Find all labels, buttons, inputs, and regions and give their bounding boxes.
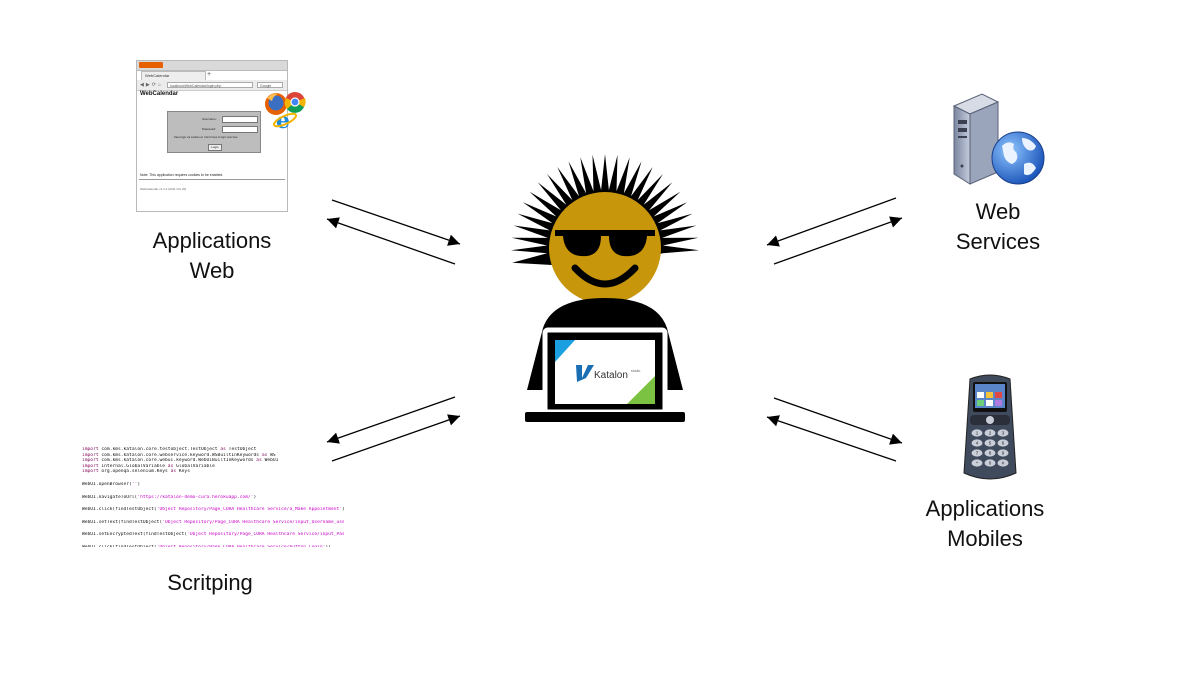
url-bar: localhost/WebCalendar/login.php — [167, 82, 253, 88]
phone-key-label: 7 — [976, 451, 979, 456]
phone-key — [997, 449, 1009, 457]
face — [549, 192, 661, 304]
laptop: Katalon studio — [525, 327, 685, 422]
phone-key-label: # — [1002, 461, 1005, 466]
phone-key-label: 4 — [976, 441, 979, 446]
browser-footer: WebCalendar v1.2.4 (2011 Oct 20) — [140, 187, 187, 191]
code-import-line: import org.openqa.selenium.Keys as Keys — [82, 469, 190, 475]
phone-key — [984, 449, 996, 457]
tester-character-illustration: Katalon studio — [511, 154, 699, 422]
code-import-line: import com.kms.katalon.core.testobject.T… — [82, 447, 257, 452]
sunglasses-icon — [555, 230, 655, 257]
phone-key-label: 2 — [989, 431, 992, 436]
phone-key-label: 6 — [1002, 441, 1005, 446]
username-field — [222, 116, 258, 123]
code-call-line: WebUI.setText(findTestObject('Object Rep… — [82, 519, 344, 525]
browser-logos-icon: e — [265, 92, 306, 134]
phone-key — [971, 439, 983, 447]
arrow-services-to-tester — [766, 197, 897, 247]
arrow-web-to-tester — [331, 199, 461, 246]
katalon-logo-icon — [576, 365, 594, 382]
laptop-base — [525, 412, 685, 422]
login-button: Login — [208, 144, 222, 151]
arrow-tester-to-web — [326, 217, 456, 265]
divider — [139, 179, 285, 180]
phone-key — [984, 459, 996, 467]
code-call-line: WebUI.click(findTestObject('Object Repos… — [82, 507, 344, 513]
phone-key-label: 8 — [989, 451, 992, 456]
label-line-services: Services — [955, 229, 1041, 254]
web-app-browser-screenshot: WebCalendar + ◀▶⟳⌂ localhost/WebCalendar… — [136, 60, 288, 212]
label-mobile-applications: Applications Mobiles — [905, 494, 1065, 554]
chrome-logo-icon — [284, 92, 306, 113]
phone-key — [984, 429, 996, 437]
username-label: Username: — [202, 117, 217, 121]
phone-key — [984, 439, 996, 447]
phone-key-label: 9 — [1002, 451, 1005, 456]
katalon-brand-sub-text: studio — [631, 369, 640, 373]
phone-key — [971, 449, 983, 457]
phone-key-label: 1 — [976, 431, 979, 436]
browser-titlebar — [137, 61, 287, 71]
code-call-line: WebUI.click(findTestObject('Object Repos… — [82, 545, 344, 547]
arrow-tester-to-scripting — [326, 396, 456, 444]
webcalendar-heading: WebCalendar — [140, 91, 179, 97]
code-import-line: import internal.GlobalVariable as Global… — [82, 463, 215, 469]
phone-key — [971, 429, 983, 437]
phone-key — [997, 459, 1009, 467]
label-line-applications-m: Applications — [925, 496, 1045, 521]
label-line-applications: Applications — [152, 228, 272, 253]
nav-buttons-icon: ◀▶⟳⌂ — [140, 82, 163, 88]
phone-key — [997, 429, 1009, 437]
code-call-line: WebUI.navigateToUrl('https://katalon-dem… — [82, 494, 257, 500]
katalon-brand-text: Katalon — [594, 370, 628, 381]
smile — [571, 264, 639, 288]
phone-key-label: 0 — [989, 461, 992, 466]
arrow-scripting-to-tester — [331, 414, 461, 462]
web-services-server-icon — [952, 93, 1045, 185]
firefox-logo-icon — [265, 93, 287, 115]
phone-key — [997, 439, 1009, 447]
search-box: Google — [257, 82, 283, 88]
svg-text:e: e — [276, 108, 290, 134]
code-call-line: WebUI.openBrowser('') — [82, 481, 141, 487]
code-import-line: import com.kms.katalon.core.webui.keywor… — [82, 458, 279, 464]
label-web-applications: Applications Web — [130, 226, 294, 286]
scripting-code-snippet: import com.kms.katalon.core.testobject.T… — [82, 447, 344, 547]
label-line-web: Web — [189, 258, 235, 283]
label-line-web-s: Web — [975, 199, 1021, 224]
phone-key — [971, 459, 983, 467]
arrow-mobile-to-tester — [766, 415, 897, 462]
browser-tab: WebCalendar — [141, 71, 206, 80]
firefox-menu-button — [139, 62, 163, 68]
label-scripting: Scritping — [167, 570, 253, 595]
label-web-services: Web Services — [930, 197, 1066, 257]
katalon-blue-corner — [555, 340, 575, 362]
browser-navbar: ◀▶⟳⌂ localhost/WebCalendar/login.php Goo… — [137, 80, 287, 91]
phone-key-label: 3 — [1002, 431, 1005, 436]
password-field — [222, 126, 258, 133]
remember-label: Save login via cookies so I don't have t… — [174, 136, 238, 139]
label-line-mobiles: Mobiles — [947, 526, 1023, 551]
phone-keypad: 1 2 3 4 5 6 7 8 9 * 0 # — [971, 429, 1009, 467]
mobile-phone-icon: 1 2 3 4 5 6 7 8 9 * 0 # — [963, 374, 1017, 480]
code-call-line: WebUI.setEncryptedText(findTestObject('O… — [82, 532, 344, 538]
new-tab-icon: + — [206, 71, 212, 78]
arrow-tester-to-services — [773, 216, 903, 265]
katalon-green-corner — [627, 376, 655, 404]
ie-logo-icon: e — [272, 108, 298, 134]
password-label: Password: — [202, 127, 217, 131]
login-panel: Username: Password: Save login via cooki… — [167, 111, 261, 153]
code-import-line: import com.kms.katalon.core.webservice.k… — [82, 452, 276, 458]
phone-key-label: * — [976, 461, 978, 466]
cookie-note: Note: This application requires cookies … — [140, 173, 224, 177]
arrow-tester-to-mobile — [773, 397, 903, 445]
phone-key-label: 5 — [989, 441, 992, 446]
